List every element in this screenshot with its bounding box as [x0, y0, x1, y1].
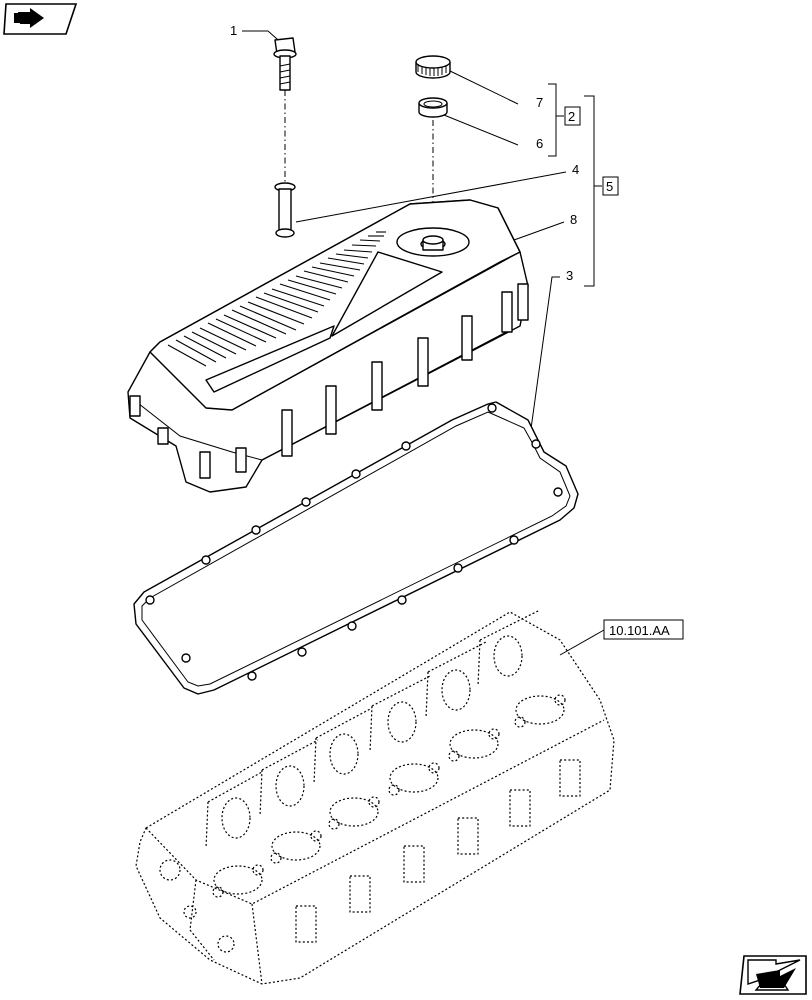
- head-ports: [205, 609, 541, 849]
- group-bracket-2: 2: [548, 83, 581, 157]
- callout-4: 4: [295, 162, 579, 223]
- cover-bolt-posts: [129, 283, 529, 479]
- group-label: 2: [568, 109, 575, 124]
- reference-label: 10.101.AA: [609, 623, 670, 638]
- callout-label: 7: [536, 95, 543, 110]
- folder-arrow-icon[interactable]: [3, 3, 78, 35]
- callout-6: 6: [443, 114, 543, 151]
- callout-label: 8: [570, 212, 577, 227]
- callout-8: 8: [513, 212, 577, 241]
- filler-cap: [415, 55, 451, 79]
- group-label: 5: [606, 179, 613, 194]
- next-page-arrow-icon[interactable]: [739, 955, 807, 995]
- reference-callout[interactable]: 10.101.AA: [559, 619, 684, 656]
- callout-label: 3: [566, 268, 573, 283]
- callout-7: 7: [447, 69, 543, 110]
- callout-label: 6: [536, 136, 543, 151]
- callout-label: 4: [572, 162, 579, 177]
- spacer-sleeve: [274, 182, 296, 238]
- gasket-bolt-bosses: [145, 403, 563, 681]
- group-bracket-5: 5: [584, 95, 619, 287]
- gasket: [133, 401, 579, 695]
- head-side-openings: [159, 759, 581, 953]
- cylinder-head-phantom: [135, 609, 615, 985]
- seal-ring: [418, 97, 448, 118]
- valve-cover: [127, 199, 529, 493]
- callout-label: 1: [230, 23, 237, 38]
- cover-ribbing: [167, 231, 386, 367]
- valve-seat-clusters: [212, 694, 566, 898]
- bolt: [273, 37, 297, 91]
- callout-3: 3: [529, 268, 573, 437]
